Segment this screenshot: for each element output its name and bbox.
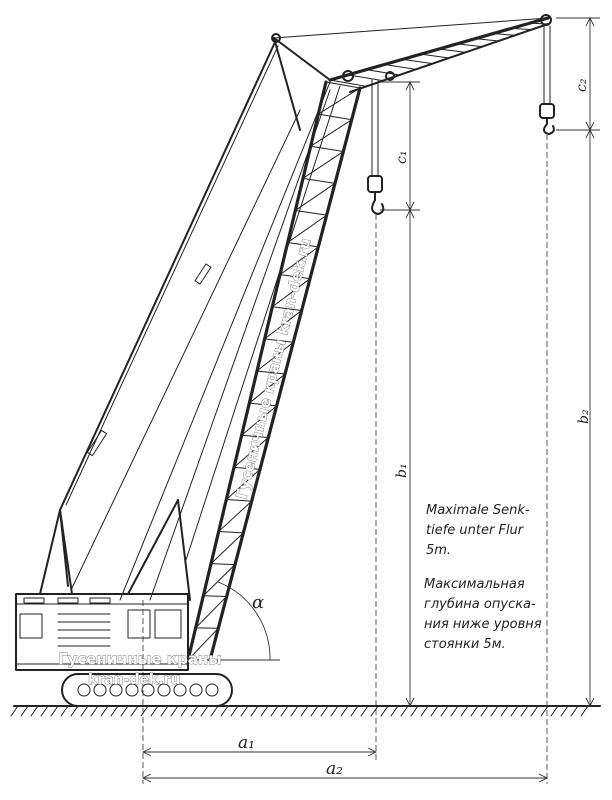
label-a1: a₁ bbox=[238, 733, 255, 753]
label-c2: c₂ bbox=[574, 78, 590, 92]
label-c1: c₁ bbox=[394, 151, 410, 164]
ground bbox=[10, 705, 601, 717]
note-german-line: Maximale Senk- bbox=[426, 503, 530, 518]
machine-house bbox=[15, 499, 191, 671]
note-russian: Максимальная глубина опуска- ния ниже ур… bbox=[424, 577, 542, 652]
note-german-line: tiefe unter Flur bbox=[426, 523, 525, 538]
label-b2: b₂ bbox=[576, 409, 592, 424]
watermark-cab-line2: kran-dek.ru bbox=[88, 672, 180, 688]
auxiliary-hook bbox=[539, 25, 555, 135]
note-russian-line: глубина опуска- bbox=[424, 597, 536, 612]
watermark-cab-line1: Гусеничные краны bbox=[58, 650, 222, 668]
note-russian-line: ния ниже уровня bbox=[424, 617, 542, 632]
label-alpha: α bbox=[252, 592, 264, 613]
dimension-lines bbox=[141, 16, 600, 784]
note-russian-line: Максимальная bbox=[424, 577, 525, 592]
main-hook bbox=[367, 79, 385, 215]
dimension-labels: a₁ a₂ b₁ b₂ c₁ c₂ α bbox=[238, 78, 592, 779]
crawler-track bbox=[61, 673, 233, 707]
watermark-boom: Гусеничные краны kran-dek.ru bbox=[232, 236, 314, 501]
mast-head bbox=[271, 14, 552, 131]
rigging-ropes bbox=[59, 39, 341, 601]
main-boom bbox=[186, 80, 362, 662]
label-b1: b₁ bbox=[394, 463, 410, 478]
jib bbox=[328, 16, 550, 93]
note-russian-line: стоянки 5м. bbox=[424, 637, 506, 652]
label-a2: a₂ bbox=[326, 759, 343, 779]
note-german: Maximale Senk- tiefe unter Flur 5m. bbox=[426, 503, 530, 558]
note-german-line: 5m. bbox=[426, 543, 451, 558]
